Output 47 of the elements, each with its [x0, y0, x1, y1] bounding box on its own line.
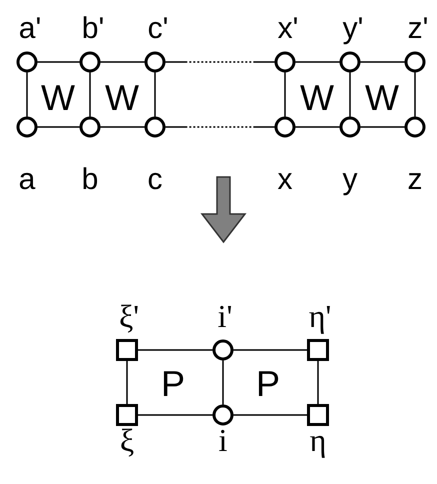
face-label: P — [256, 366, 280, 402]
vertex-label: z — [408, 165, 422, 195]
vertex-label: b — [82, 165, 98, 195]
vertex-label: η — [310, 424, 326, 456]
face-label: W — [365, 80, 399, 116]
vertex-label: i — [218, 424, 228, 456]
vertex-label: x' — [278, 14, 298, 44]
face-label: P — [161, 366, 185, 402]
edge-line — [126, 360, 128, 404]
edge-line — [38, 126, 80, 128]
vertex-label: b' — [82, 14, 104, 44]
vertex-label: ξ' — [118, 300, 140, 332]
vertex-label: y' — [342, 14, 364, 44]
face-label: W — [300, 80, 334, 116]
edge-line — [26, 72, 28, 116]
edge-line — [89, 72, 91, 116]
edge-line — [296, 126, 340, 128]
edge-line — [154, 72, 156, 116]
edge-line — [360, 126, 404, 128]
face-label: W — [105, 80, 139, 116]
vertex-label: c' — [148, 14, 168, 44]
vertex-label: η' — [308, 300, 332, 332]
vertex-label: a — [18, 165, 36, 195]
edge-line — [166, 61, 274, 63]
edge-line — [360, 61, 404, 63]
vertex-label: i' — [218, 300, 232, 332]
face-label: W — [41, 80, 75, 116]
edge-line — [138, 414, 212, 416]
edge-line — [234, 414, 308, 416]
edge-line — [166, 126, 274, 128]
edge-line — [38, 61, 80, 63]
edge-line — [100, 61, 144, 63]
edge-line — [138, 349, 212, 351]
vertex-label: y — [342, 165, 358, 195]
edge-line — [100, 126, 144, 128]
edge-line — [296, 61, 340, 63]
vertex-label: c — [148, 165, 162, 195]
edge-line — [222, 360, 224, 404]
vertex-label: x — [278, 165, 292, 195]
edge-line — [414, 72, 416, 116]
edge-line — [317, 360, 319, 404]
edge-line — [349, 72, 351, 116]
vertex-label: z' — [408, 14, 428, 44]
vertex-label: ξ — [120, 424, 134, 456]
edge-line — [234, 349, 308, 351]
vertex-label: a' — [18, 14, 42, 44]
edge-line — [284, 72, 286, 116]
